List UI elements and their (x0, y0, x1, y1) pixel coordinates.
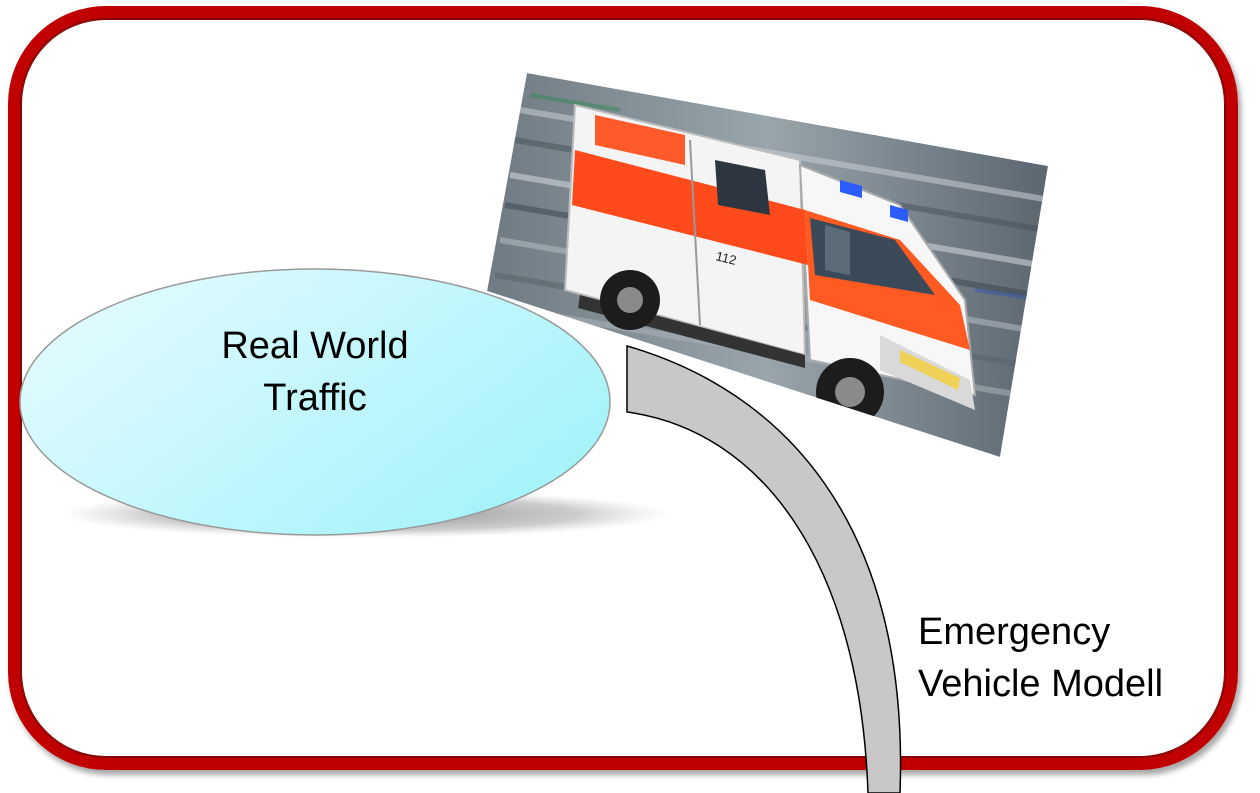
real-world-line-1: Real World (221, 325, 409, 367)
ambulance-body (563, 103, 977, 426)
phone-number-text: 112 (714, 248, 738, 268)
rounded-frame (8, 6, 1238, 770)
real-world-traffic-label: Real World Traffic (160, 320, 470, 424)
emergency-vehicle-label: Emergency Vehicle Modell (918, 606, 1258, 710)
real-world-line-2: Traffic (263, 377, 367, 419)
emergency-line-2: Vehicle Modell (918, 663, 1164, 705)
real-world-ellipse (19, 268, 611, 536)
emergency-line-1: Emergency (918, 611, 1111, 653)
frame-inner-line (20, 18, 1226, 758)
curved-connector (626, 345, 902, 793)
ambulance-photo: 112 (487, 73, 1048, 457)
